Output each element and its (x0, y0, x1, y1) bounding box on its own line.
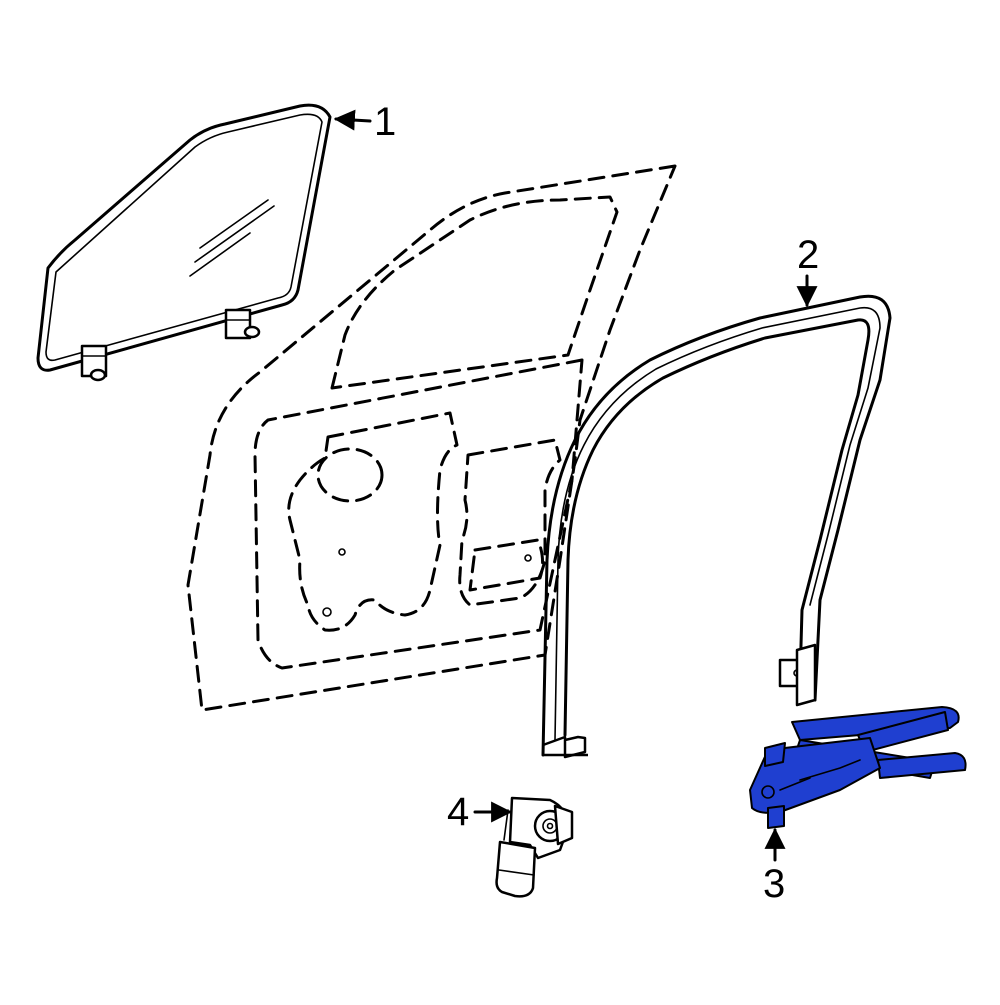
door-glass-outline (36, 103, 332, 372)
motor-mount-ear (553, 804, 574, 846)
callout-3-number: 3 (763, 862, 785, 906)
regulator-motor (495, 796, 574, 898)
door-shell (186, 164, 677, 712)
door-glass (36, 103, 332, 382)
speaker-hole (316, 447, 384, 503)
run-channel-inner (563, 318, 871, 737)
door-glass-edge (45, 113, 323, 362)
callout-4-number: 4 (447, 790, 469, 834)
door-hole-3 (524, 554, 532, 562)
run-channel-lip (554, 306, 881, 741)
door-cutout-right (458, 438, 562, 607)
door-hole-2 (322, 607, 332, 617)
door-window-opening (330, 195, 619, 390)
motor-can (495, 840, 537, 898)
run-channel-rear-bracket (778, 658, 800, 688)
regulator-lower-arm (877, 752, 967, 779)
door-cutout-lower-right (468, 538, 545, 592)
glass-reflection-1 (199, 199, 269, 249)
door-inner-panel (253, 358, 584, 670)
door-hole-1 (338, 548, 346, 556)
glass-bracket-right (224, 308, 261, 340)
run-channel-bottom-bracket (542, 735, 587, 759)
callout-2-number: 2 (797, 233, 819, 277)
callout-1-leader (333, 109, 372, 131)
door-outer-outline (186, 164, 677, 712)
glass-reflection-2 (194, 205, 275, 263)
callout-1-number: 1 (374, 100, 396, 144)
glass-reflection-3 (189, 232, 251, 277)
glass-run-channel (541, 294, 892, 759)
regulator-mount-tab (764, 742, 786, 767)
regulator-bottom-tab (767, 805, 785, 829)
run-channel-outer (541, 294, 892, 757)
window-regulator (749, 706, 967, 829)
door-cutout-left (287, 411, 459, 632)
glass-bracket-left (80, 344, 108, 382)
